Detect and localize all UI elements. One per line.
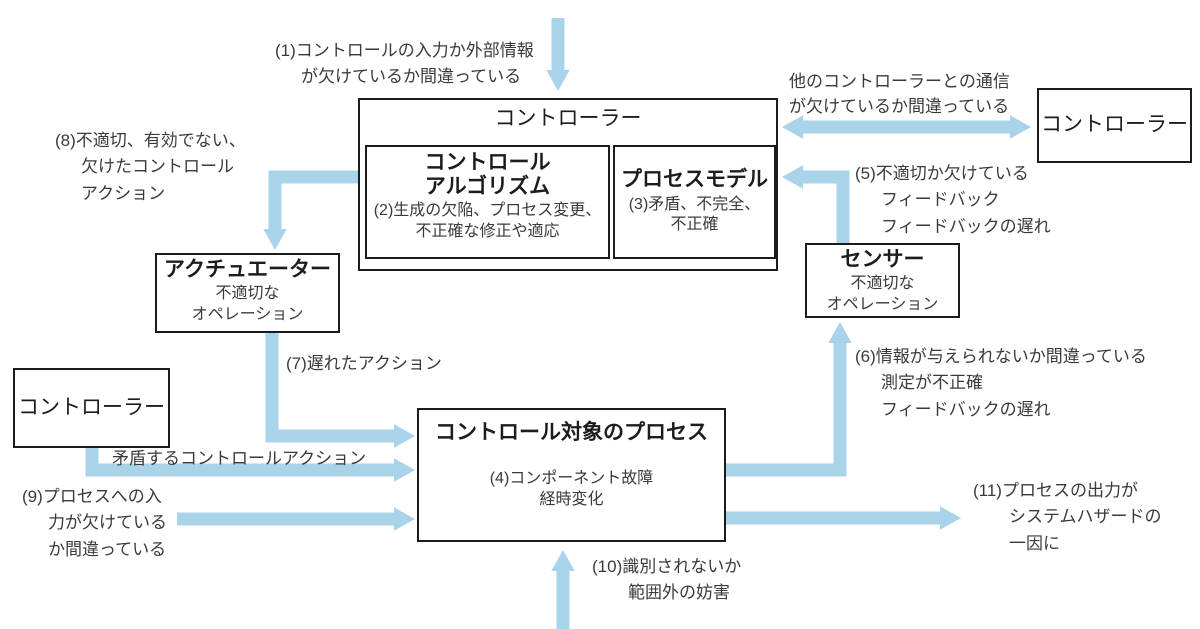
label-10-disturbance: (10)識別されないか 範囲外の妨害 <box>592 557 742 603</box>
sensor-box: センサー 不適切な オペレーション <box>805 243 960 318</box>
arrow-control-action-to-actuator <box>263 170 358 251</box>
arrow-conflicting-control-action <box>85 448 416 482</box>
label-communication: 他のコントローラーとの通信 が欠けているか間違っている <box>789 72 1010 116</box>
right-controller-box: コントローラー <box>1037 88 1192 163</box>
actuator-title: アクチュエーター <box>164 258 331 281</box>
arrow-process-to-sensor <box>726 321 852 477</box>
label-9-process-input: (9)プロセスへの入 力が欠けている か間違っている <box>22 487 167 559</box>
label-5-feedback: (5)不適切か欠けている フィードバック フィードバックの遅れ <box>855 164 1051 236</box>
label-8-control-action: (8)不適切、有効でない、 欠けたコントロール アクション <box>55 131 246 203</box>
right-controller-title: コントローラー <box>1041 113 1188 137</box>
label-1-control-input: (1)コントロールの入力か外部情報 が欠けているか間違っている <box>275 41 534 87</box>
label-7-delayed-action: (7)遅れたアクション <box>286 354 442 373</box>
control-algorithm-note: (2)生成の欠陥、プロセス変更、 不正確な修正や適応 <box>373 202 602 240</box>
actuator-note: 不適切な オペレーション <box>191 285 304 323</box>
left-controller-box: コントローラー <box>13 368 170 448</box>
process-model-note: (3)矛盾、不完全、 不正確 <box>628 195 761 234</box>
controlled-process-note: (4)コンポーネント故障 経時変化 <box>489 470 654 508</box>
label-6-measurement: (6)情報が与えられないか間違っている 測定が不正確 フィードバックの遅れ <box>855 347 1147 419</box>
control-algorithm-box: コントロール アルゴリズム (2)生成の欠陥、プロセス変更、 不正確な修正や適応 <box>365 145 610 259</box>
main-controller-title: コントローラー <box>494 107 642 130</box>
sensor-note: 不適切な オペレーション <box>826 275 939 313</box>
arrow-actuator-to-process <box>265 333 416 448</box>
arrow-feedback-to-controller <box>781 165 850 243</box>
left-controller-title: コントローラー <box>18 395 165 419</box>
control-algorithm-title: コントロール アルゴリズム <box>424 151 551 199</box>
controlled-process-title: コントロール対象のプロセス <box>435 421 708 444</box>
controlled-process-box: コントロール対象のプロセス (4)コンポーネント故障 経時変化 <box>417 408 726 542</box>
actuator-box: アクチュエーター 不適切な オペレーション <box>155 253 340 333</box>
process-model-title: プロセスモデル <box>621 168 768 192</box>
label-conflicting-action: 矛盾するコントロールアクション <box>112 449 367 468</box>
label-11-process-output: (11)プロセスの出力が システムハザードの 一因に <box>973 481 1162 553</box>
process-model-box: プロセスモデル (3)矛盾、不完全、 不正確 <box>613 145 776 259</box>
sensor-title: センサー <box>840 248 925 271</box>
